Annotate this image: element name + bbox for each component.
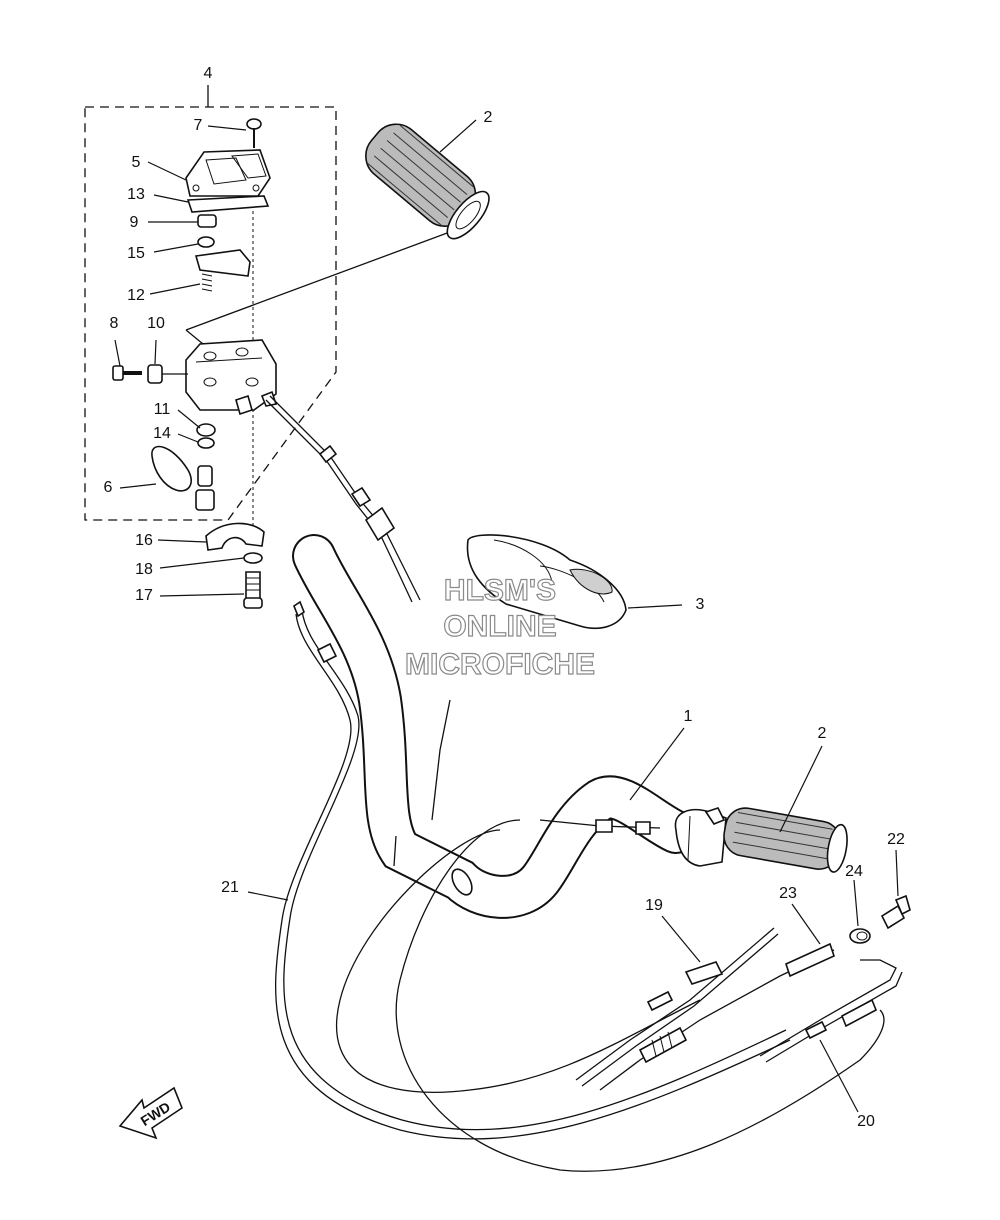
cable-19 [575,927,779,1087]
lever-6 [151,445,215,511]
nut-10 [147,364,163,384]
callout-7: 7 [194,117,203,134]
screw-7 [246,118,262,148]
callout-13: 13 [127,186,145,203]
assembly-boundary [84,106,337,521]
grip-top [365,123,490,240]
leader-lines [114,119,899,1113]
lever-plate [194,249,251,277]
washer-11 [196,423,216,437]
watermark-line-3: MICROFICHE [405,648,595,681]
cable-23 [599,942,835,1091]
lever-guard [466,534,627,630]
watermark-line-1: HLSM'S [444,574,556,607]
callout-14: 14 [153,425,171,442]
watermark-line-2: ONLINE [443,610,556,643]
washer-14 [197,437,215,449]
callout-23: 23 [779,885,797,902]
handlebar [292,534,698,919]
callout-8: 8 [110,315,119,332]
callout-11: 11 [154,401,171,418]
bolt-17 [243,571,263,609]
grip-right [723,807,848,873]
callout-21: 21 [221,879,239,896]
callout-15: 15 [127,245,145,262]
callout-2-top: 2 [484,109,493,126]
switch-housing [185,339,278,416]
callout-9: 9 [130,214,139,231]
clamp-16 [205,522,265,551]
washer-15 [197,236,215,248]
switch-cover [185,149,271,197]
callout-2-right: 2 [818,725,827,742]
callout-20: 20 [857,1113,875,1130]
cap-24 [849,928,871,944]
gasket [186,195,270,213]
watermark: HLSM'S ONLINE MICROFICHE [404,573,595,681]
callout-22: 22 [887,831,905,848]
spring-12 [201,273,213,292]
callout-5: 5 [132,154,141,171]
washer-18 [243,552,263,564]
cable-20 [759,959,903,1063]
callout-18: 18 [135,561,153,578]
forward-arrow: FWD [118,1086,183,1140]
callout-3: 3 [696,596,705,613]
nut-9 [197,214,217,228]
callout-10: 10 [147,315,165,332]
clip-22 [880,894,911,930]
callout-17: 17 [135,587,153,604]
throttle-housing [674,807,727,867]
callout-16: 16 [135,532,153,549]
callout-1: 1 [684,708,693,725]
callout-6: 6 [104,479,113,496]
callout-4: 4 [204,65,213,82]
callout-24: 24 [845,863,863,880]
callout-labels: 4 7 5 13 9 15 12 8 10 11 14 6 16 18 17 2… [104,65,905,1130]
callout-12: 12 [127,287,145,304]
callout-19: 19 [645,897,663,914]
screw-8 [112,365,142,381]
